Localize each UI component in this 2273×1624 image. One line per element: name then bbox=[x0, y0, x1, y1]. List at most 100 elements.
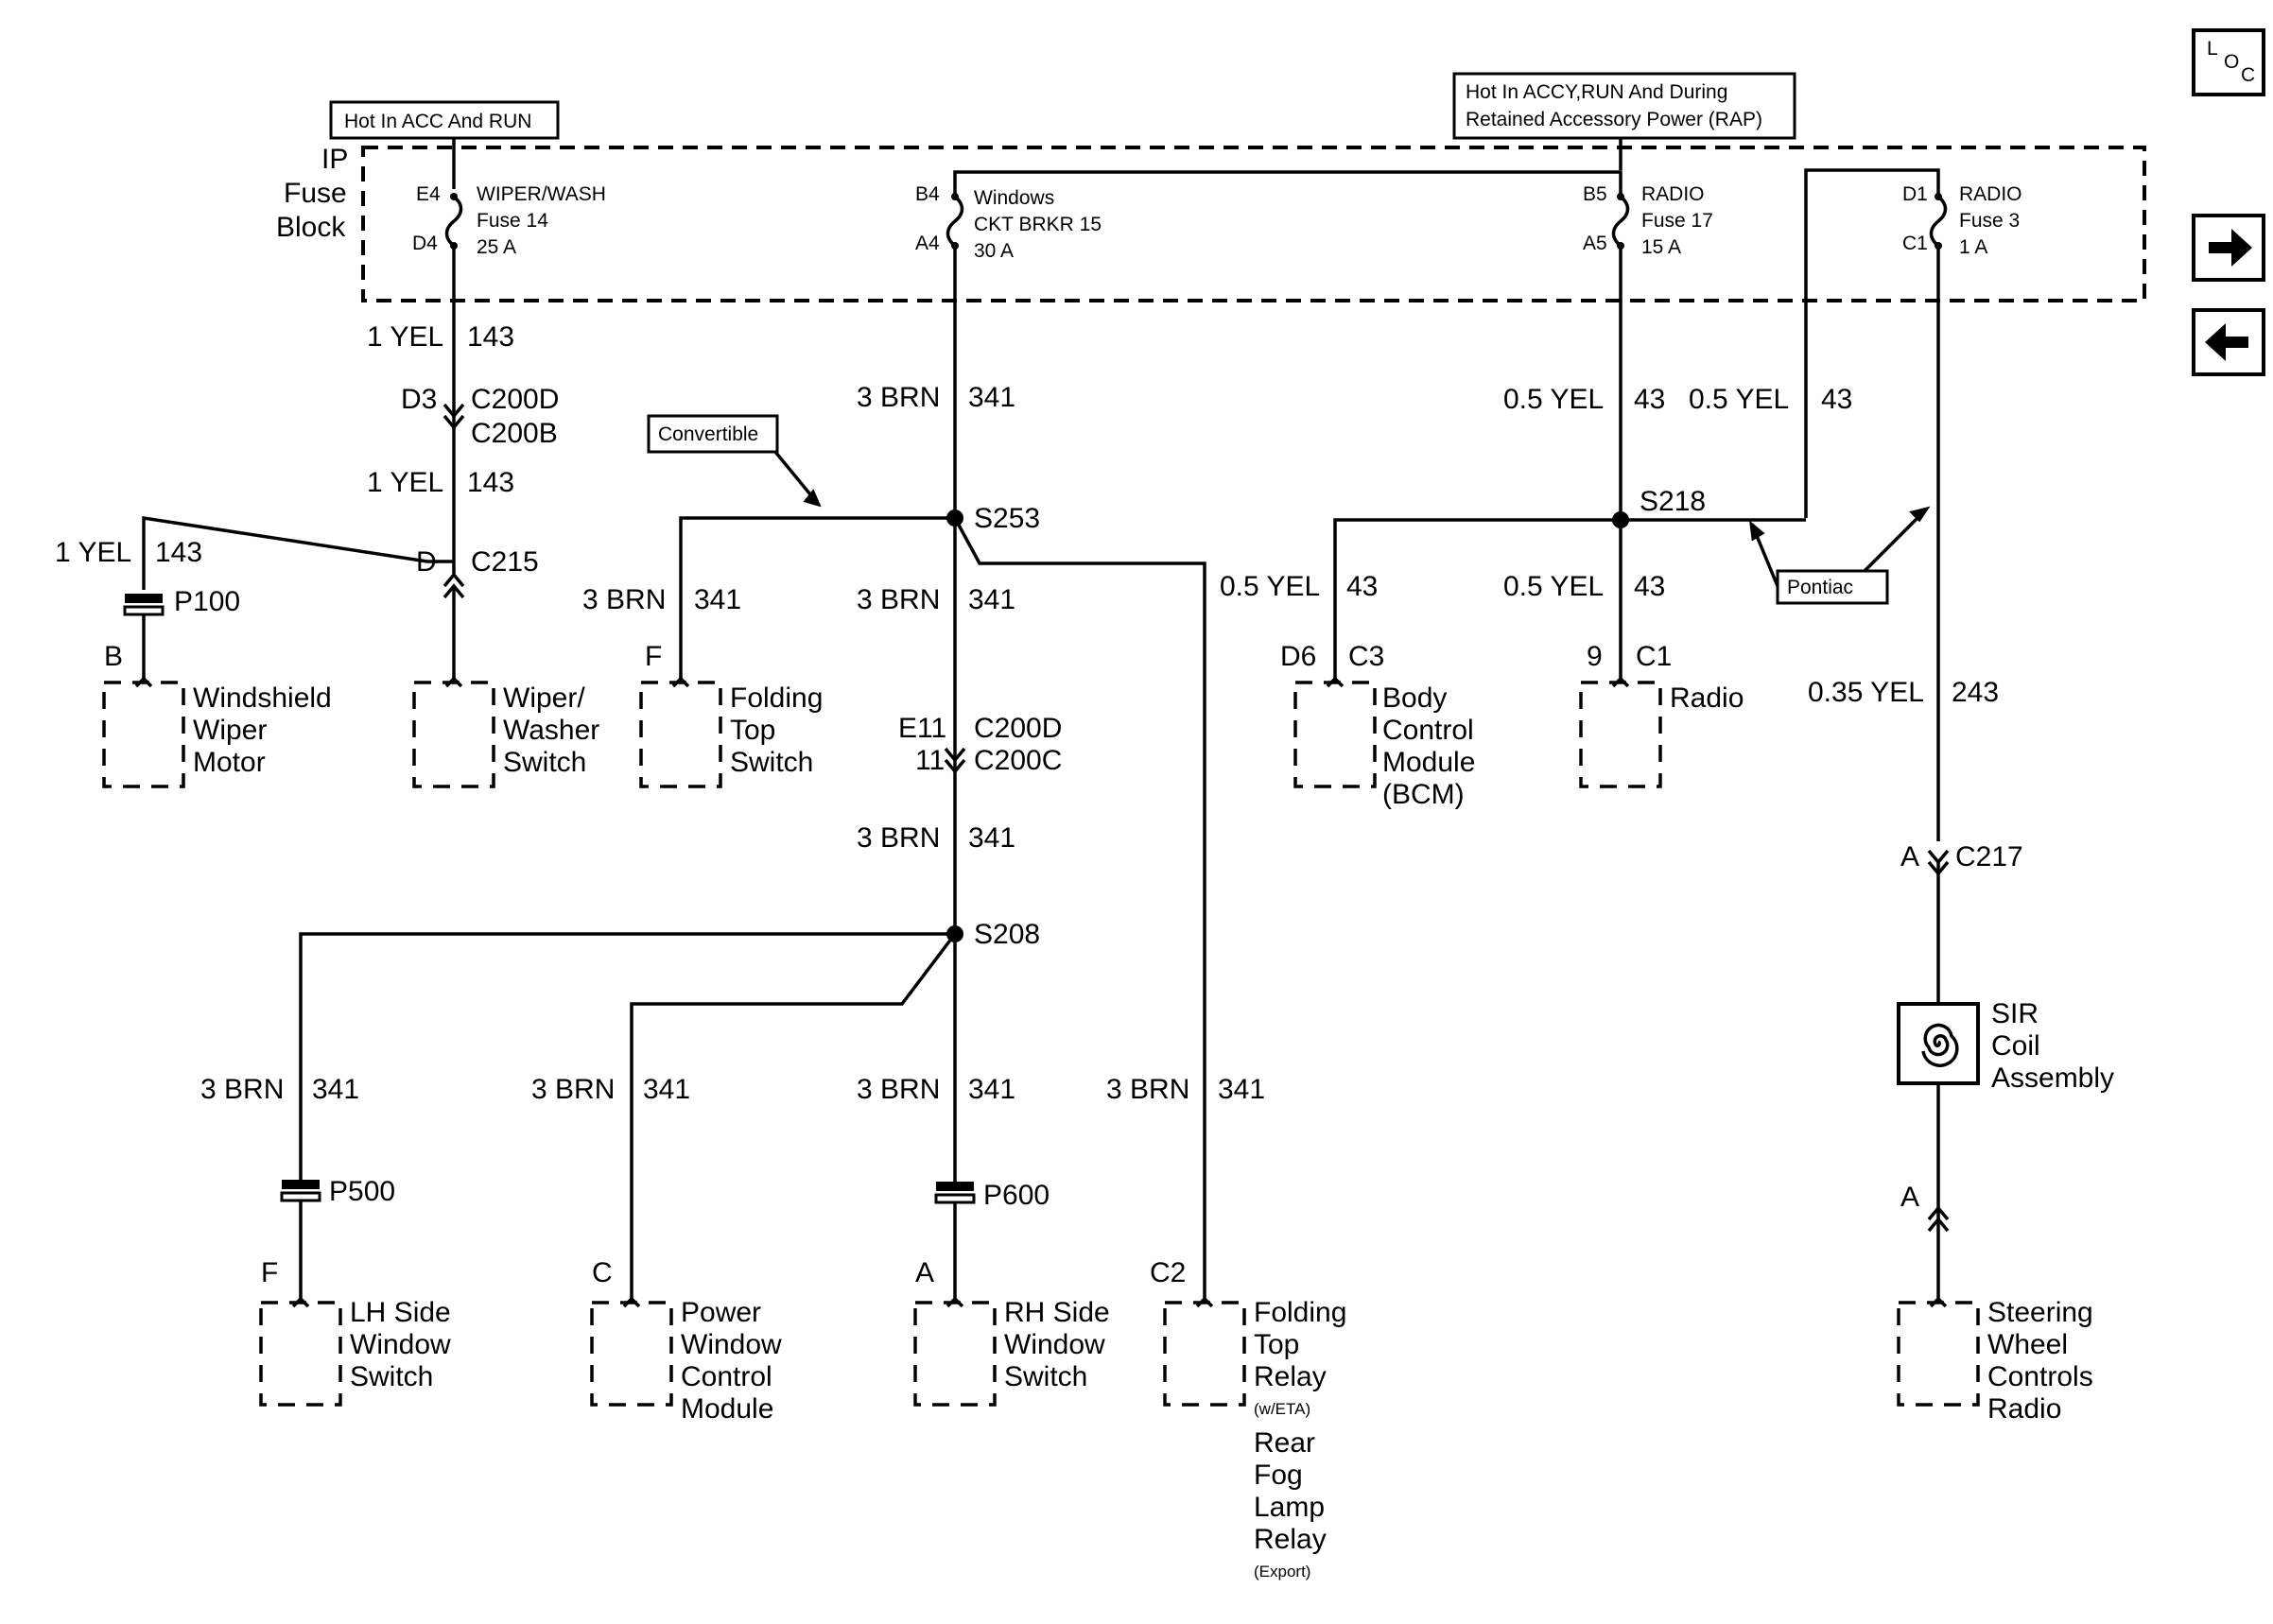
svg-text:Retained Accessory Power (RAP): Retained Accessory Power (RAP) bbox=[1466, 109, 1762, 130]
svg-text:Washer: Washer bbox=[503, 715, 599, 746]
svg-text:D4: D4 bbox=[412, 233, 438, 254]
power-window-control-module: Power Window Control Module bbox=[590, 1296, 782, 1425]
wire-43-bcm bbox=[1333, 518, 1621, 679]
svg-text:D1: D1 bbox=[1902, 183, 1928, 205]
svg-text:0.5 YEL: 0.5 YEL bbox=[1689, 384, 1789, 415]
wire-341-relay bbox=[953, 517, 1206, 1299]
svg-text:C1: C1 bbox=[1902, 233, 1928, 254]
svg-text:Motor: Motor bbox=[193, 747, 266, 778]
svg-text:Convertible: Convertible bbox=[658, 423, 758, 445]
svg-text:11: 11 bbox=[915, 745, 945, 776]
fuse-block-outline bbox=[361, 146, 2146, 302]
svg-text:43: 43 bbox=[1634, 384, 1665, 415]
svg-text:Lamp: Lamp bbox=[1254, 1492, 1325, 1523]
svg-text:A: A bbox=[915, 1257, 934, 1288]
lh-side-window-switch: LH Side Window Switch bbox=[259, 1296, 451, 1407]
svg-text:S253: S253 bbox=[974, 503, 1040, 534]
svg-text:C200C: C200C bbox=[974, 745, 1062, 776]
loc-label-o: O bbox=[2224, 51, 2239, 73]
svg-text:3 BRN: 3 BRN bbox=[857, 1074, 940, 1105]
loc-label-l: L bbox=[2207, 38, 2218, 60]
svg-text:341: 341 bbox=[968, 584, 1015, 615]
svg-text:341: 341 bbox=[643, 1074, 690, 1105]
svg-text:P600: P600 bbox=[983, 1180, 1050, 1211]
svg-text:Module: Module bbox=[1382, 747, 1475, 778]
svg-text:1 YEL: 1 YEL bbox=[55, 537, 131, 568]
wire-341-pwm bbox=[630, 932, 957, 1299]
svg-text:(BCM): (BCM) bbox=[1382, 779, 1465, 810]
fuse-3: D1 C1 RADIO Fuse 3 1 A bbox=[1902, 183, 2022, 258]
svg-text:CKT BRKR 15: CKT BRKR 15 bbox=[974, 214, 1102, 235]
svg-text:3 BRN: 3 BRN bbox=[531, 1074, 615, 1105]
svg-text:C3: C3 bbox=[1348, 641, 1384, 672]
svg-text:E4: E4 bbox=[416, 183, 441, 205]
connector-p100 bbox=[123, 594, 165, 616]
svg-text:Windows: Windows bbox=[974, 187, 1054, 209]
svg-text:0.5 YEL: 0.5 YEL bbox=[1503, 571, 1604, 602]
svg-text:Assembly: Assembly bbox=[1991, 1063, 2114, 1094]
busbar-rap bbox=[953, 170, 1622, 197]
svg-text:F: F bbox=[261, 1257, 278, 1288]
svg-text:143: 143 bbox=[467, 467, 514, 498]
folding-top-relay: Folding Top Relay (w/ETA) bbox=[1163, 1296, 1346, 1418]
prev-page-button[interactable] bbox=[2192, 308, 2265, 376]
svg-text:B5: B5 bbox=[1583, 183, 1607, 205]
svg-text:F: F bbox=[645, 641, 662, 672]
svg-text:SIR: SIR bbox=[1991, 998, 2039, 1029]
svg-text:C1: C1 bbox=[1636, 641, 1672, 672]
svg-text:E11: E11 bbox=[898, 713, 946, 744]
svg-text:Hot In ACCY,RUN And During: Hot In ACCY,RUN And During bbox=[1466, 81, 1727, 103]
pontiac-arrow-left bbox=[1753, 530, 1779, 587]
svg-text:Wiper: Wiper bbox=[193, 715, 267, 746]
body-control-module: Body Control Module (BCM) bbox=[1293, 676, 1475, 810]
svg-text:Control: Control bbox=[681, 1361, 772, 1392]
svg-text:C215: C215 bbox=[471, 546, 539, 578]
svg-text:Top: Top bbox=[730, 715, 775, 746]
svg-text:Fog: Fog bbox=[1254, 1460, 1303, 1491]
wire-341-fts bbox=[679, 516, 955, 679]
svg-text:P100: P100 bbox=[174, 586, 240, 617]
svg-text:Fuse 3: Fuse 3 bbox=[1959, 210, 2020, 232]
svg-text:0.5 YEL: 0.5 YEL bbox=[1503, 384, 1604, 415]
left-arrow-icon bbox=[2205, 323, 2248, 361]
svg-text:C: C bbox=[592, 1257, 613, 1288]
svg-text:Relay: Relay bbox=[1254, 1361, 1327, 1392]
svg-text:C200B: C200B bbox=[471, 418, 558, 449]
svg-text:Fuse 14: Fuse 14 bbox=[477, 210, 548, 232]
svg-text:341: 341 bbox=[1218, 1074, 1265, 1105]
svg-text:43: 43 bbox=[1821, 384, 1852, 415]
fuse-14: E4 D4 WIPER/WASH Fuse 14 25 A bbox=[412, 183, 606, 258]
svg-text:Folding: Folding bbox=[730, 682, 823, 714]
svg-text:B: B bbox=[104, 641, 123, 672]
svg-text:(w/ETA): (w/ETA) bbox=[1254, 1400, 1310, 1418]
next-page-button[interactable] bbox=[2192, 214, 2265, 282]
svg-text:Folding: Folding bbox=[1254, 1297, 1346, 1328]
svg-text:30 A: 30 A bbox=[974, 240, 1014, 262]
svg-text:Control: Control bbox=[1382, 715, 1474, 746]
svg-text:Switch: Switch bbox=[503, 747, 586, 778]
svg-text:Steering: Steering bbox=[1987, 1297, 2093, 1328]
sir-coil-assembly: SIR Coil Assembly bbox=[1897, 998, 2114, 1094]
svg-text:Switch: Switch bbox=[1004, 1361, 1087, 1392]
connector-c200c-icon bbox=[944, 747, 966, 774]
svg-text:Radio: Radio bbox=[1670, 682, 1744, 714]
svg-text:RADIO: RADIO bbox=[1641, 183, 1705, 205]
svg-text:Hot In ACC And RUN: Hot In ACC And RUN bbox=[344, 111, 531, 132]
connector-p500 bbox=[280, 1180, 321, 1202]
svg-text:25 A: 25 A bbox=[477, 236, 516, 258]
svg-text:Rear: Rear bbox=[1254, 1427, 1315, 1459]
svg-text:3 BRN: 3 BRN bbox=[857, 822, 940, 854]
svg-text:C200D: C200D bbox=[974, 713, 1062, 744]
svg-text:3 BRN: 3 BRN bbox=[582, 584, 666, 615]
svg-text:P500: P500 bbox=[329, 1176, 395, 1207]
svg-text:Wheel: Wheel bbox=[1987, 1329, 2068, 1360]
svg-text:Switch: Switch bbox=[730, 747, 813, 778]
loc-button[interactable]: L O C bbox=[2192, 28, 2265, 96]
svg-text:A4: A4 bbox=[915, 233, 940, 254]
hot-acc-run-label: Hot In ACC And RUN bbox=[329, 100, 560, 140]
convertible-callout: Convertible bbox=[647, 414, 779, 454]
wire-143-motor bbox=[142, 515, 454, 590]
busbar-fuse3 bbox=[1804, 168, 1940, 518]
